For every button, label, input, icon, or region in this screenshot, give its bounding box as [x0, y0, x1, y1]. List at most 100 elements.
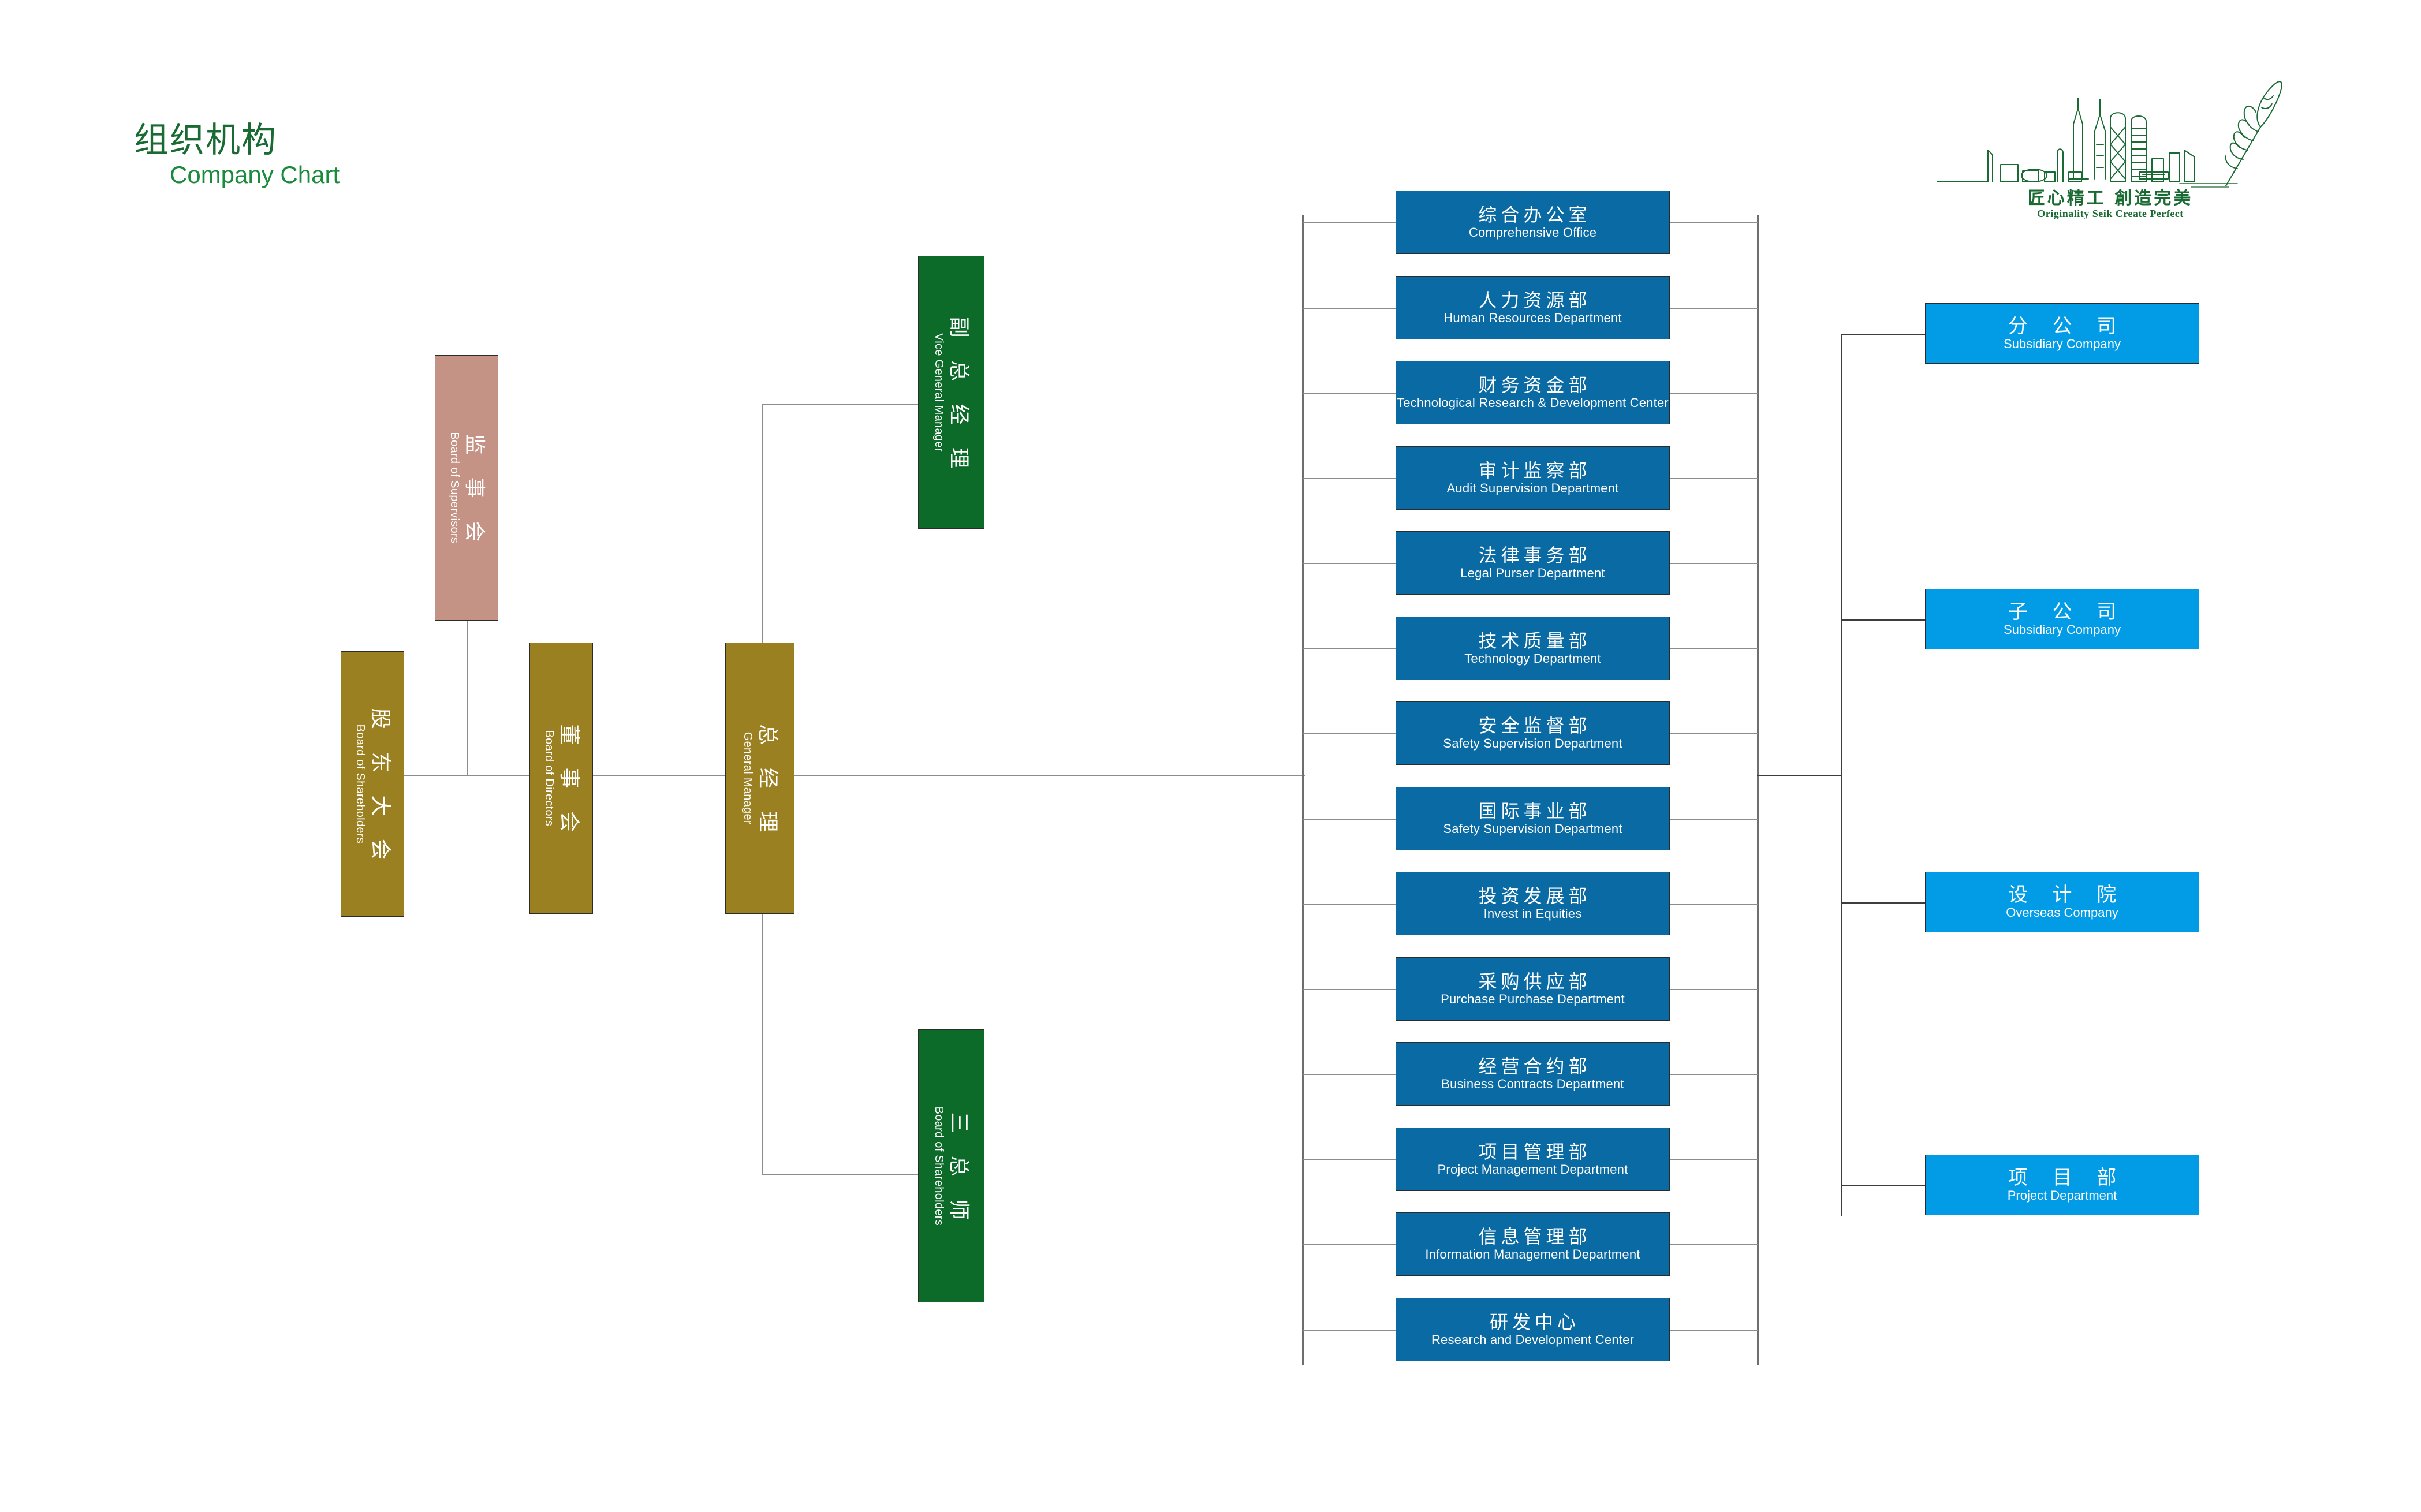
- box-label-cn: 三 总 师: [947, 1112, 971, 1228]
- line-gm-to-vgm: [762, 404, 918, 405]
- branch-label-cn: 项 目 部: [2008, 1166, 2126, 1190]
- box-board-of-directors[interactable]: 董 事 会 Board of Directors: [529, 643, 593, 914]
- branch-label-cn: 设 计 院: [2008, 883, 2126, 907]
- dept-stub-left: [1303, 563, 1396, 564]
- department-label-en: Safety Supervision Department: [1443, 821, 1622, 836]
- line-gm-to-chiefs: [762, 1174, 918, 1175]
- page-title-cn: 组织机构: [134, 120, 277, 160]
- dept-stub-right: [1670, 733, 1758, 734]
- dept-stub-left: [1303, 222, 1396, 223]
- box-label-en: Board of Directors: [543, 730, 556, 827]
- dept-stub-left: [1303, 648, 1396, 649]
- box-general-manager[interactable]: 总 经 理 General Manager: [725, 643, 794, 914]
- box-label-en: Board of Supervisors: [448, 432, 461, 544]
- department-label-cn: 综合办公室: [1478, 203, 1591, 226]
- company-logo: 匠心精工 創造完美 Originality Seik Create Perfec…: [1937, 64, 2284, 237]
- dept-stub-right: [1670, 1244, 1758, 1245]
- line-trunk-to-branches: [1757, 775, 1842, 776]
- box-label-cn: 董 事 会: [557, 724, 581, 841]
- department-label-en: Legal Purser Department: [1460, 565, 1605, 580]
- box-three-chief-engineers[interactable]: 三 总 师 Board of Shareholders: [918, 1029, 984, 1302]
- branch-label-cn: 分 公 司: [2008, 315, 2126, 338]
- dept-stub-left: [1303, 393, 1396, 394]
- dept-stub-right: [1670, 648, 1758, 649]
- department-label-cn: 审计监察部: [1478, 459, 1591, 481]
- box-label-en: Vice General Manager: [932, 333, 946, 452]
- dept-stub-left: [1303, 733, 1396, 734]
- department-label-en: Comprehensive Office: [1468, 225, 1597, 240]
- dept-stub-right: [1670, 563, 1758, 564]
- box-label-en: General Manager: [741, 731, 755, 825]
- dept-stub-left: [1303, 308, 1396, 309]
- line-gm-up: [762, 404, 763, 649]
- department-label-en: Purchase Purchase Department: [1441, 991, 1625, 1006]
- department-label-en: Audit Supervision Department: [1446, 480, 1619, 495]
- branch-stub: [1842, 619, 1925, 621]
- department-label-cn: 经营合约部: [1478, 1055, 1591, 1077]
- department-label-en: Technological Research & Development Cen…: [1397, 395, 1669, 410]
- dept-stub-right: [1670, 989, 1758, 990]
- skyline-quill-icon: [1937, 81, 2282, 188]
- branch-trunk: [1841, 334, 1842, 1216]
- dept-stub-left: [1303, 1330, 1396, 1331]
- department-label-en: Project Management Department: [1437, 1162, 1628, 1177]
- dept-stub-left: [1303, 478, 1396, 479]
- department-label-en: Business Contracts Department: [1441, 1076, 1624, 1091]
- box-label-en: Board of Shareholders: [354, 724, 367, 844]
- branch-label-en: Project Department: [2007, 1188, 2117, 1203]
- box-label-cn: 副 总 经 理: [947, 316, 971, 476]
- department-label-cn: 研发中心: [1489, 1311, 1580, 1333]
- dept-stub-right: [1670, 1330, 1758, 1331]
- department-label-cn: 人力资源部: [1478, 289, 1591, 311]
- branch-stub: [1842, 902, 1925, 904]
- box-label-en: Board of Shareholders: [932, 1106, 946, 1226]
- dept-stub-left: [1303, 819, 1396, 820]
- branch-label-en: Subsidiary Company: [2004, 622, 2121, 637]
- department-label-en: Invest in Equities: [1483, 906, 1582, 921]
- dept-trunk-left: [1302, 215, 1304, 1365]
- department-label-en: Research and Development Center: [1431, 1332, 1635, 1347]
- department-label-cn: 项目管理部: [1478, 1140, 1591, 1163]
- spine-main-horizontal: [404, 775, 1305, 776]
- branch-label-cn: 子 公 司: [2008, 600, 2126, 624]
- department-label-en: Technology Department: [1464, 651, 1601, 666]
- box-vice-general-manager[interactable]: 副 总 经 理 Vice General Manager: [918, 256, 984, 529]
- department-label-en: Safety Supervision Department: [1443, 736, 1622, 751]
- line-gm-down: [762, 909, 763, 1175]
- page-title-en: Company Chart: [170, 161, 340, 188]
- dept-stub-left: [1303, 904, 1396, 905]
- box-label-cn: 监 事 会: [462, 434, 486, 550]
- dept-stub-left: [1303, 1074, 1396, 1075]
- dept-stub-right: [1670, 393, 1758, 394]
- department-label-cn: 投资发展部: [1478, 884, 1591, 907]
- dept-stub-right: [1670, 308, 1758, 309]
- department-label-cn: 安全监督部: [1478, 714, 1591, 737]
- box-label-cn: 股 东 大 会: [368, 708, 392, 868]
- department-label-en: Information Management Department: [1425, 1246, 1640, 1261]
- department-label-cn: 技术质量部: [1478, 629, 1591, 652]
- dept-stub-left: [1303, 1159, 1396, 1160]
- dept-stub-right: [1670, 904, 1758, 905]
- box-board-of-shareholders[interactable]: 股 东 大 会 Board of Shareholders: [341, 651, 404, 917]
- box-label-cn: 总 经 理: [755, 724, 779, 841]
- box-board-of-supervisors[interactable]: 监 事 会 Board of Supervisors: [435, 355, 498, 621]
